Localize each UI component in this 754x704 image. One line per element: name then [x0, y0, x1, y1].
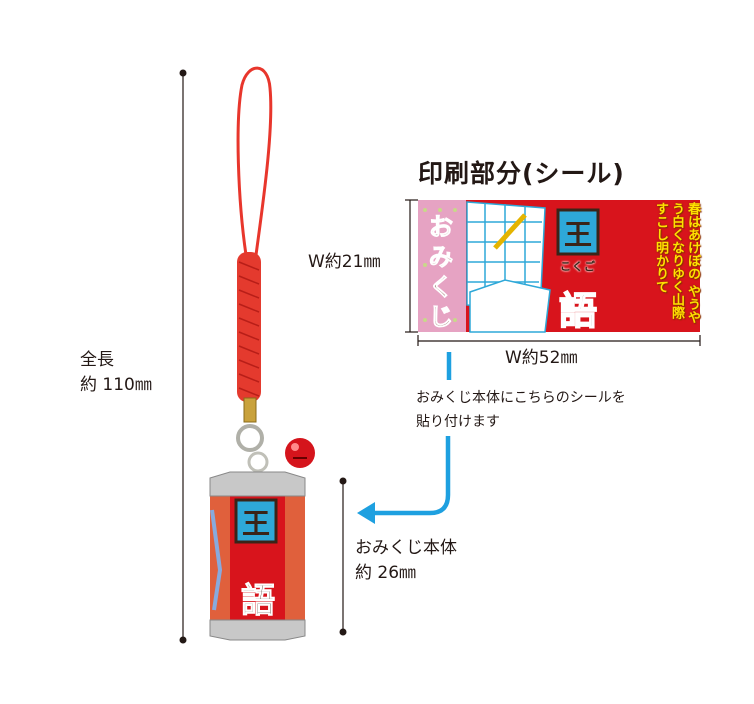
sticker-artwork: お み く じ 王 語	[418, 200, 700, 334]
body-length-value: 約 26㎜	[355, 563, 417, 583]
instruction-line-1: おみくじ本体にこちらのシールを	[416, 390, 626, 406]
svg-text:く: く	[429, 273, 453, 301]
instruction-line-2: 貼り付けます	[416, 414, 500, 430]
total-length-value: 約 110㎜	[80, 375, 152, 395]
body-label: おみくじ本体	[355, 538, 457, 558]
body-length-dimension-line	[339, 477, 347, 636]
total-length-dimension-line	[179, 69, 187, 644]
blue-arrow-icon	[357, 352, 452, 524]
svg-text:王: 王	[242, 507, 270, 540]
sticker-subject-reading: こくご	[560, 260, 596, 273]
print-area-title: 印刷部分(シール)	[418, 159, 625, 188]
sticker-poem: 春はあけぼの やうやう白くなりゆく山際すこし明かりて	[653, 202, 700, 324]
sticker-height-label: W約21㎜	[308, 252, 381, 272]
svg-text:み: み	[429, 243, 453, 271]
total-length-label: 全長	[80, 350, 114, 370]
svg-text:語: 語	[559, 289, 597, 333]
svg-text:王: 王	[564, 218, 592, 251]
sticker-width-label: W約52㎜	[505, 348, 578, 368]
sticker-height-dimension-line	[405, 199, 418, 333]
sticker-width-dimension-line	[417, 335, 701, 346]
svg-text:語: 語	[241, 581, 275, 621]
svg-text:お: お	[429, 213, 453, 241]
omikuji-strap-product: 王 語	[209, 66, 315, 641]
svg-text:じ: じ	[429, 303, 453, 331]
